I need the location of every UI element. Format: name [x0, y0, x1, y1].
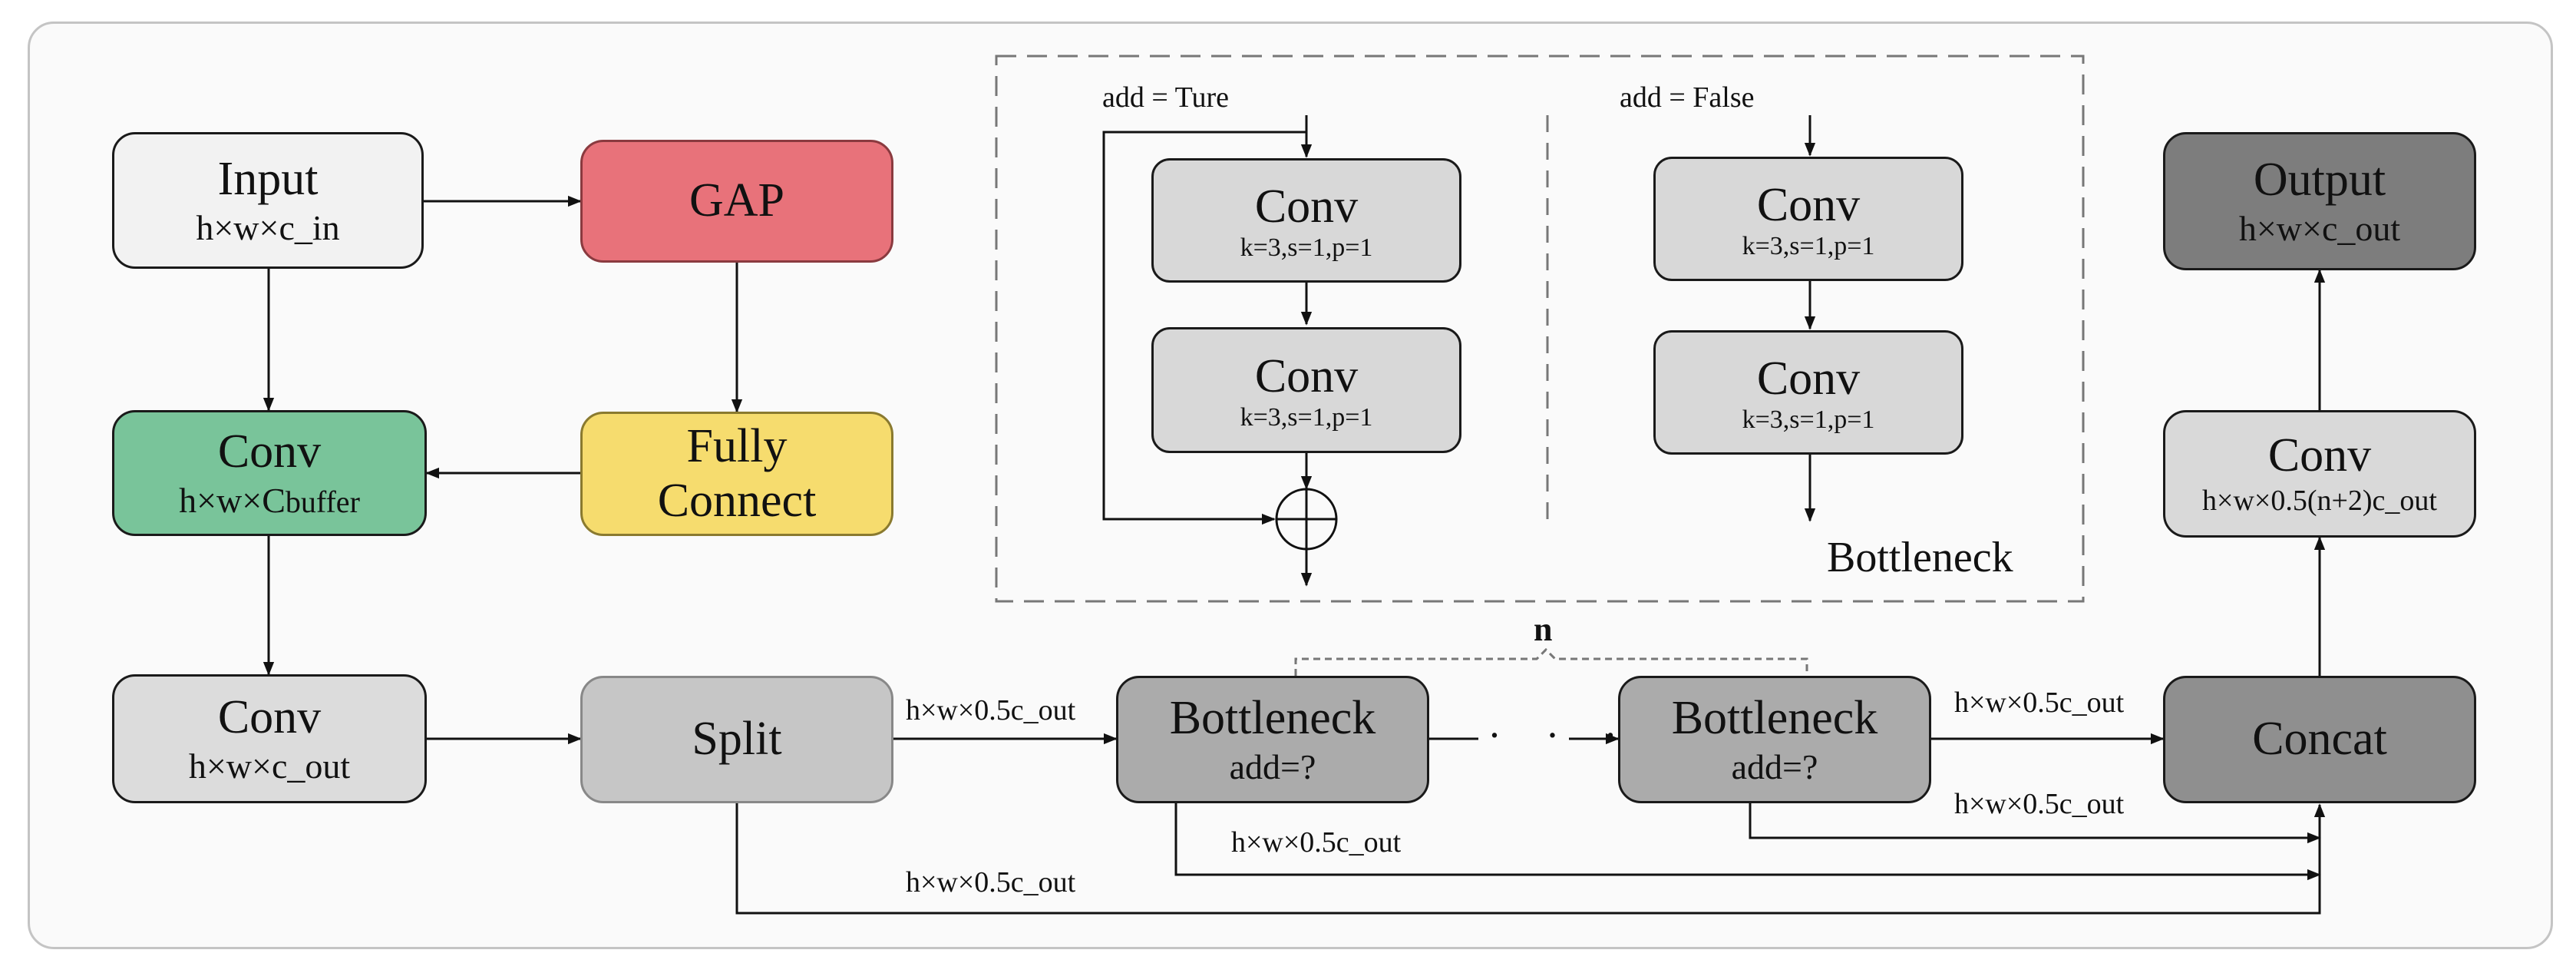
- arrow-split-skip: [735, 803, 2326, 915]
- bottleneck-1-add: add=?: [1229, 747, 1316, 787]
- add-false-label: add = False: [1620, 81, 1755, 114]
- input-shape: h×w×c_in: [196, 208, 340, 248]
- detail-left-conv-2: Conv k=3,s=1,p=1: [1151, 327, 1461, 453]
- detail-left-conv-2-params: k=3,s=1,p=1: [1240, 402, 1373, 432]
- add-true-label: add = Ture: [1102, 81, 1230, 114]
- conv-final-node: Conv h×w×0.5(n+2)c_out: [2163, 410, 2476, 538]
- label-split-to-b1: h×w×0.5c_out: [906, 694, 1076, 726]
- output-title: Output: [2253, 153, 2386, 206]
- split-node: Split: [580, 676, 893, 803]
- conv-buffer-shape-suffix: buffer: [285, 485, 360, 520]
- arrow-b1-skip: [1174, 803, 2321, 881]
- conv-buffer-shape: h×w×Cbuffer: [179, 479, 360, 521]
- conv-buffer-title: Conv: [217, 425, 322, 478]
- gap-node: GAP: [580, 140, 893, 263]
- detail-left-conv-1-params: k=3,s=1,p=1: [1240, 233, 1373, 262]
- label-b2-skip: h×w×0.5c_out: [1954, 788, 2125, 820]
- detail-right-conv-2-params: k=3,s=1,p=1: [1742, 405, 1875, 434]
- detail-right-conv-1-params: k=3,s=1,p=1: [1742, 231, 1875, 260]
- conv-final-title: Conv: [2267, 429, 2372, 482]
- detail-right-conv-1-title: Conv: [1756, 179, 1861, 232]
- split-title: Split: [692, 713, 782, 766]
- input-node: Input h×w×c_in: [112, 132, 424, 269]
- arrow-b2-skip: [1749, 803, 2321, 844]
- detail-right-conv-2: Conv k=3,s=1,p=1: [1653, 330, 1963, 455]
- label-split-skip: h×w×0.5c_out: [906, 866, 1076, 899]
- fc-line2: Connect: [657, 475, 817, 527]
- label-b2-to-concat: h×w×0.5c_out: [1954, 687, 2125, 719]
- conv-out-node: Conv h×w×c_out: [112, 674, 427, 803]
- label-b1-skip: h×w×0.5c_out: [1231, 826, 1402, 859]
- detail-right-conv-1: Conv k=3,s=1,p=1: [1653, 157, 1963, 281]
- bottleneck-2-title: Bottleneck: [1671, 691, 1878, 744]
- concat-node: Concat: [2163, 676, 2476, 803]
- conv-buffer-node: Conv h×w×Cbuffer: [112, 410, 427, 536]
- detail-left-conv-1-title: Conv: [1254, 180, 1359, 233]
- output-node: Output h×w×c_out: [2163, 132, 2476, 270]
- detail-left-conv-1: Conv k=3,s=1,p=1: [1151, 158, 1461, 283]
- bottleneck-2-add: add=?: [1731, 747, 1818, 787]
- bottleneck-1-title: Bottleneck: [1169, 691, 1376, 744]
- output-shape: h×w×c_out: [2238, 209, 2401, 249]
- conv-buffer-shape-main: h×w×C: [179, 481, 286, 521]
- detail-right-conv-2-title: Conv: [1756, 352, 1861, 405]
- input-title: Input: [217, 152, 319, 205]
- bottleneck-node-1: Bottleneck add=?: [1116, 676, 1429, 803]
- conv-final-shape: h×w×0.5(n+2)c_out: [2202, 484, 2437, 517]
- fc-line1: Fully: [686, 419, 788, 472]
- repeat-n-label: n: [1534, 611, 1553, 648]
- bottleneck-detail-title: Bottleneck: [1827, 534, 2013, 581]
- bottleneck-node-2: Bottleneck add=?: [1618, 676, 1931, 803]
- conv-out-shape: h×w×c_out: [188, 746, 351, 786]
- detail-left-conv-2-title: Conv: [1254, 350, 1359, 403]
- ellipsis: · · ·: [1488, 712, 1634, 758]
- repeat-brace: [1294, 647, 1808, 676]
- fully-connect-node: Fully Connect: [580, 412, 893, 536]
- concat-title: Concat: [2252, 713, 2387, 766]
- gap-title: GAP: [689, 174, 785, 227]
- bottleneck-detail-box: [995, 55, 2085, 603]
- conv-out-title: Conv: [217, 690, 322, 743]
